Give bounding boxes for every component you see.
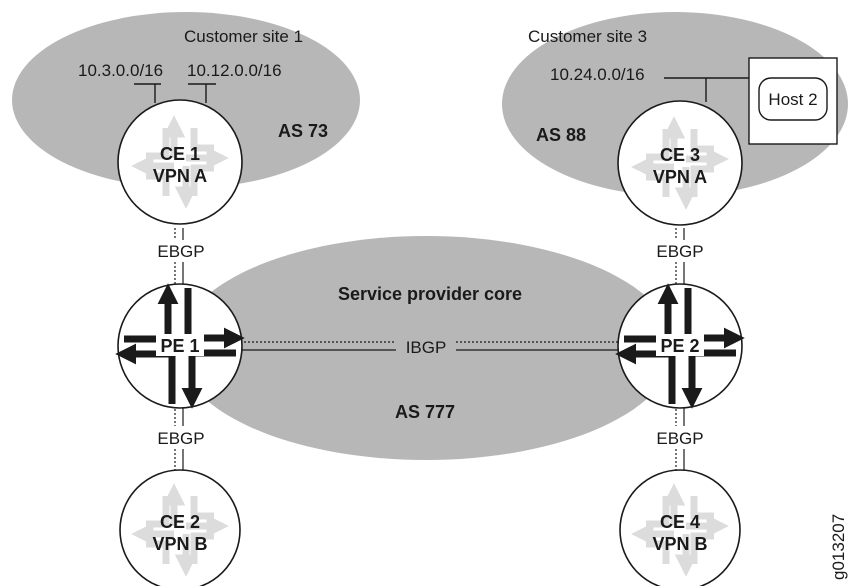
provider-core-cloud <box>178 236 674 460</box>
router-vpn: VPN A <box>653 167 707 187</box>
customer-site-1-as: AS 73 <box>278 121 328 141</box>
router-name: PE 1 <box>160 336 199 356</box>
router-vpn: VPN A <box>153 166 207 186</box>
provider-core-as: AS 777 <box>395 402 455 422</box>
prefix-label: 10.24.0.0/16 <box>550 65 645 84</box>
router-name: CE 4 <box>660 512 700 532</box>
router-name: CE 2 <box>160 512 200 532</box>
router-ce4: CE 4 VPN B <box>619 469 741 586</box>
host-2: Host 2 <box>748 57 838 145</box>
prefix-label: 10.12.0.0/16 <box>187 61 282 80</box>
router-name: PE 2 <box>660 336 699 356</box>
ibgp-label: IBGP <box>406 338 447 357</box>
ibgp-link <box>240 341 618 351</box>
figure-id: g013207 <box>829 514 848 580</box>
provider-core-title: Service provider core <box>338 284 522 304</box>
ebgp-label: EBGP <box>157 429 204 448</box>
ebgp-label: EBGP <box>157 242 204 261</box>
customer-site-3-as: AS 88 <box>536 125 586 145</box>
prefix-connector <box>134 83 161 103</box>
host-2-label: Host 2 <box>768 90 817 109</box>
router-ce1: CE 1 VPN A <box>117 99 243 225</box>
ebgp-label: EBGP <box>656 429 703 448</box>
router-vpn: VPN B <box>652 534 707 554</box>
ebgp-label: EBGP <box>656 242 703 261</box>
router-pe1: PE 1 <box>117 283 243 409</box>
router-vpn: VPN B <box>152 534 207 554</box>
customer-site-1-title: Customer site 1 <box>184 27 303 46</box>
router-ce2: CE 2 VPN B <box>119 469 241 586</box>
router-name: CE 3 <box>660 145 700 165</box>
prefix-connector <box>664 77 757 102</box>
customer-site-3-title: Customer site 3 <box>528 27 647 46</box>
prefix-label: 10.3.0.0/16 <box>78 61 163 80</box>
router-name: CE 1 <box>160 144 200 164</box>
router-pe2: PE 2 <box>617 283 743 409</box>
host-2-inner <box>758 77 828 121</box>
router-ce3: CE 3 VPN A <box>617 100 743 226</box>
prefix-connector <box>188 83 216 103</box>
